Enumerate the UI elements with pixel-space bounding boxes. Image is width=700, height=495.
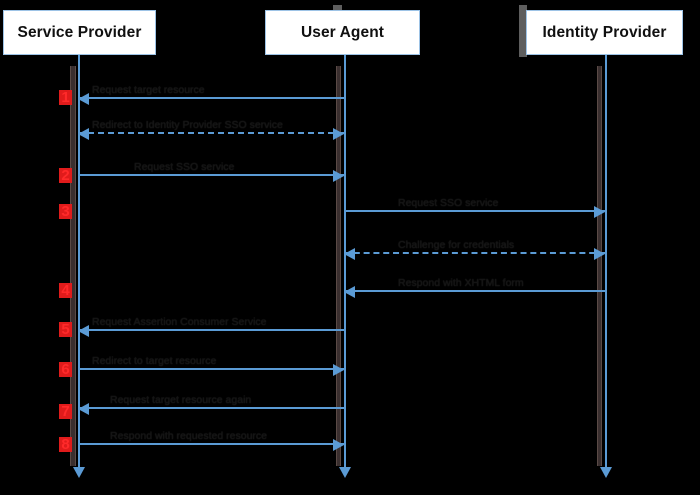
- message-line-2[interactable]: [78, 128, 344, 140]
- lifeline-service-provider: [78, 55, 80, 467]
- message-label-9: Request target resource again: [110, 394, 252, 406]
- activation-bar-service-provider: [70, 66, 76, 466]
- arrowhead-right-icon: [594, 206, 605, 218]
- lifeline-cap-service-provider: [73, 467, 85, 478]
- step-marker-7: 7: [59, 404, 72, 419]
- step-number: 2: [61, 168, 70, 183]
- arrowhead-right-icon: [333, 364, 344, 376]
- message-label-6: Respond with XHTML form: [398, 277, 524, 289]
- message-line-3[interactable]: [78, 170, 344, 182]
- lifeline-identity-provider: [605, 55, 607, 467]
- lifeline-cap-user-agent: [339, 467, 351, 478]
- message-line-9[interactable]: [78, 403, 344, 415]
- message-line-6[interactable]: [344, 286, 605, 298]
- message-line-5[interactable]: [344, 248, 605, 260]
- step-marker-5: 5: [59, 322, 72, 337]
- participant-label-service-provider: Service Provider: [17, 23, 142, 41]
- participant-label-user-agent: User Agent: [300, 23, 385, 41]
- arrowhead-left-icon: [78, 325, 89, 337]
- participant-service-provider[interactable]: Service Provider: [3, 10, 156, 55]
- message-line-8[interactable]: [78, 364, 344, 376]
- message-line-7[interactable]: [78, 325, 344, 337]
- arrowhead-left-icon: [344, 248, 355, 260]
- arrowhead-right-icon: [333, 439, 344, 451]
- lifeline-cap-identity-provider: [600, 467, 612, 478]
- arrowhead-left-icon: [78, 93, 89, 105]
- participant-label-identity-provider: Identity Provider: [542, 23, 667, 41]
- participant-shadow-identity-provider: [519, 5, 527, 57]
- message-label-8: Redirect to target resource: [92, 355, 217, 367]
- arrowhead-right-icon: [594, 248, 605, 260]
- arrowhead-left-icon: [78, 403, 89, 415]
- message-line-1[interactable]: [78, 93, 344, 105]
- message-label-7: Request Assertion Consumer Service: [92, 316, 267, 328]
- message-label-2: Redirect to Identity Provider SSO servic…: [92, 119, 283, 131]
- step-number: 4: [61, 283, 70, 298]
- participant-identity-provider[interactable]: Identity Provider: [526, 10, 683, 55]
- arrowhead-left-icon: [78, 128, 89, 140]
- message-label-5: Challenge for credentials: [398, 239, 515, 251]
- step-marker-4: 4: [59, 283, 72, 298]
- step-marker-8: 8: [59, 437, 72, 452]
- step-marker-3: 3: [59, 204, 72, 219]
- step-number: 5: [61, 322, 70, 337]
- activation-bar-user-agent: [336, 66, 341, 466]
- message-label-3: Request SSO service: [134, 161, 235, 173]
- step-marker-6: 6: [59, 362, 72, 377]
- message-label-1: Request target resource: [92, 84, 205, 96]
- message-line-4[interactable]: [344, 206, 605, 218]
- arrowhead-right-icon: [333, 170, 344, 182]
- step-number: 8: [61, 437, 70, 452]
- step-marker-2: 2: [59, 168, 72, 183]
- step-marker-1: 1: [59, 90, 72, 105]
- step-number: 3: [61, 204, 70, 219]
- participant-user-agent[interactable]: User Agent: [265, 10, 420, 55]
- step-number: 6: [61, 362, 70, 377]
- lifeline-user-agent: [344, 55, 346, 467]
- message-line-10[interactable]: [78, 439, 344, 451]
- message-label-10: Respond with requested resource: [110, 430, 268, 442]
- step-number: 1: [61, 90, 70, 105]
- message-label-4: Request SSO service: [398, 197, 499, 209]
- step-number: 7: [61, 404, 70, 419]
- arrowhead-left-icon: [344, 286, 355, 298]
- arrowhead-right-icon: [333, 128, 344, 140]
- activation-bar-identity-provider: [597, 66, 602, 466]
